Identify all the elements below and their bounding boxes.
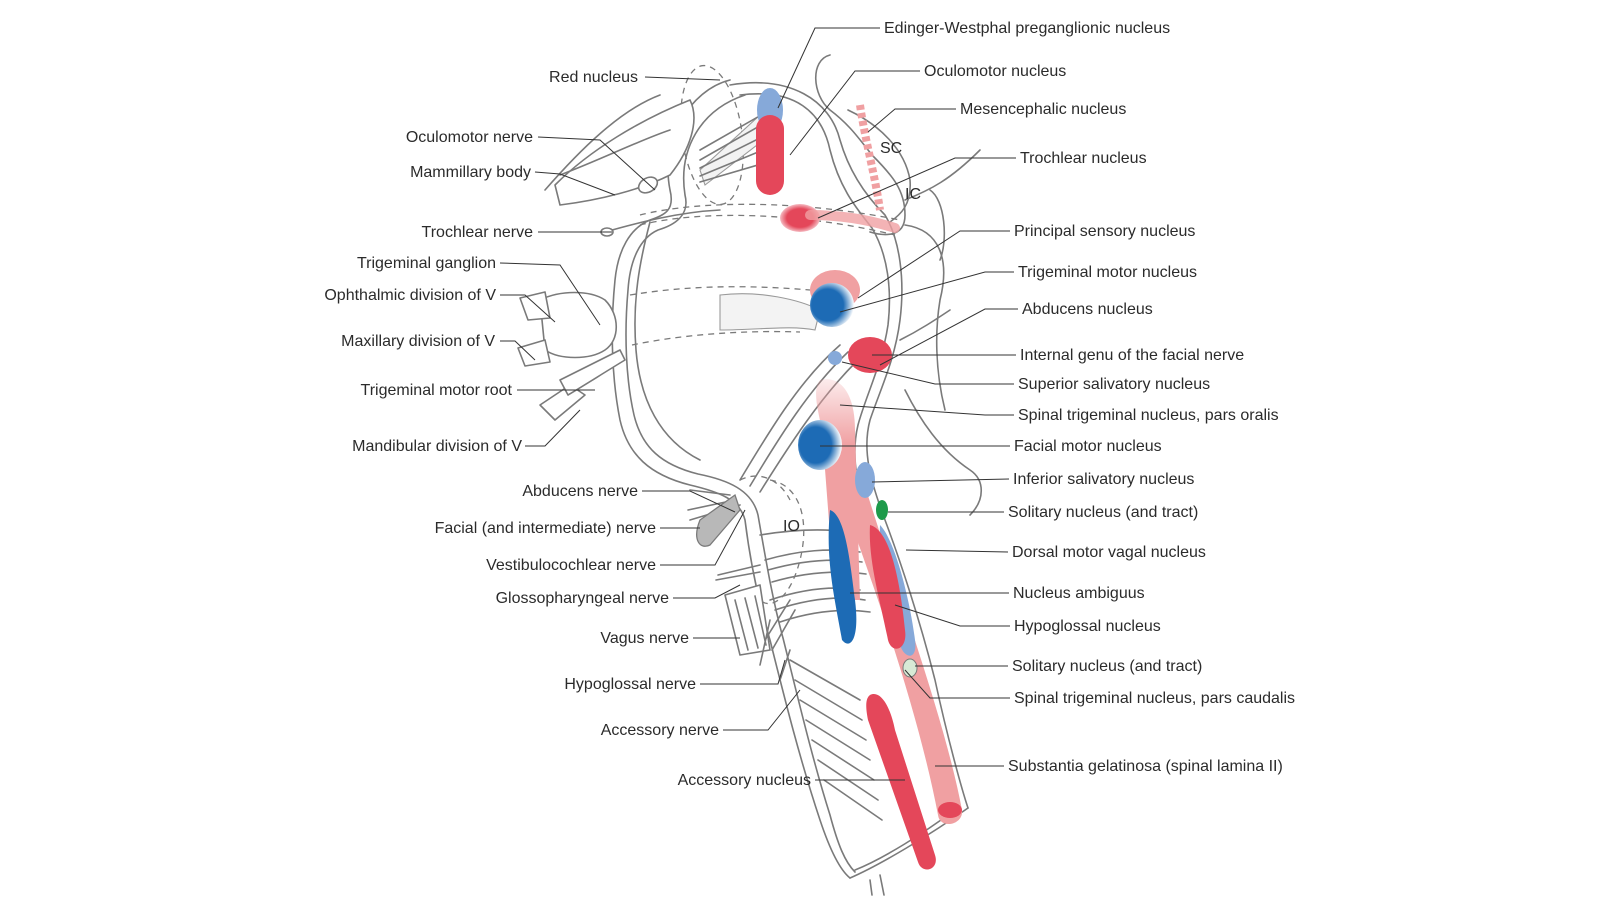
label-mandibular-division: Mandibular division of V [352, 438, 522, 455]
label-spinal-trigeminal-oralis: Spinal trigeminal nucleus, pars oralis [1018, 407, 1279, 424]
label-abducens-nerve: Abducens nerve [522, 483, 638, 500]
region-tag-io: IO [783, 518, 800, 535]
hypoglossal-nucleus-shape [869, 525, 906, 649]
oculomotor-nucleus-shape [756, 115, 784, 195]
label-oculomotor-nerve: Oculomotor nerve [406, 129, 533, 146]
label-facial-motor-nucleus: Facial motor nucleus [1014, 438, 1162, 455]
accessory-nucleus-shape [866, 694, 936, 870]
label-glossopharyngeal-nerve: Glossopharyngeal nerve [496, 590, 670, 607]
label-trochlear-nerve: Trochlear nerve [422, 224, 534, 241]
labels-left: Red nucleus Oculomotor nerve Mammillary … [324, 69, 811, 789]
label-abducens-nucleus: Abducens nucleus [1022, 301, 1153, 318]
label-accessory-nerve: Accessory nerve [601, 722, 719, 739]
label-principal-sensory-nucleus: Principal sensory nucleus [1014, 223, 1195, 240]
label-mammillary-body: Mammillary body [410, 164, 531, 181]
label-accessory-nucleus: Accessory nucleus [678, 772, 811, 789]
brainstem-outline [611, 54, 983, 896]
label-inferior-salivatory: Inferior salivatory nucleus [1013, 471, 1194, 488]
label-trigeminal-motor-root: Trigeminal motor root [361, 382, 513, 399]
label-maxillary-division: Maxillary division of V [341, 333, 495, 350]
label-spinal-trigeminal-caudalis: Spinal trigeminal nucleus, pars caudalis [1014, 690, 1295, 707]
trigeminal-motor-nucleus-shape [810, 283, 854, 327]
label-hypoglossal-nucleus: Hypoglossal nucleus [1014, 618, 1161, 635]
inferior-salivatory-nucleus-shape [855, 462, 875, 498]
label-trigeminal-ganglion: Trigeminal ganglion [357, 255, 496, 272]
label-oculomotor-nucleus: Oculomotor nucleus [924, 63, 1066, 80]
region-tags: SC IC IO [783, 140, 921, 535]
facial-motor-nucleus-shape [798, 420, 842, 470]
superior-salivatory-nucleus-shape [828, 351, 842, 365]
nucleus-ambiguus-shape [828, 510, 857, 644]
region-tag-sc: SC [880, 140, 902, 157]
label-facial-nerve: Facial (and intermediate) nerve [435, 520, 657, 537]
region-tag-ic: IC [905, 186, 921, 203]
label-solitary-nucleus-lower: Solitary nucleus (and tract) [1012, 658, 1202, 675]
label-vagus-nerve: Vagus nerve [600, 630, 689, 647]
label-superior-salivatory: Superior salivatory nucleus [1018, 376, 1210, 393]
label-hypoglossal-nerve: Hypoglossal nerve [564, 676, 696, 693]
label-ophthalmic-division: Ophthalmic division of V [324, 287, 496, 304]
label-substantia-gelatinosa: Substantia gelatinosa (spinal lamina II) [1008, 758, 1283, 775]
labels-right: Edinger-Westphal preganglionic nucleus O… [884, 20, 1295, 775]
label-dorsal-motor-vagal: Dorsal motor vagal nucleus [1012, 544, 1206, 561]
leader-lines [499, 27, 1018, 781]
mesencephalic-nucleus-shape [856, 104, 884, 211]
solitary-nucleus-upper-shape [876, 500, 888, 520]
label-internal-genu-facial: Internal genu of the facial nerve [1020, 347, 1244, 364]
label-vestibulocochlear-nerve: Vestibulocochlear nerve [486, 557, 656, 574]
label-mesencephalic-nucleus: Mesencephalic nucleus [960, 101, 1126, 118]
peripheral-nerves [517, 94, 883, 821]
label-trochlear-nucleus: Trochlear nucleus [1020, 150, 1147, 167]
nuclei [756, 88, 963, 870]
label-trigeminal-motor-nucleus: Trigeminal motor nucleus [1018, 264, 1197, 281]
solitary-nucleus-lower-shape [902, 658, 918, 678]
label-nucleus-ambiguus: Nucleus ambiguus [1013, 585, 1145, 602]
label-edinger-westphal: Edinger-Westphal preganglionic nucleus [884, 20, 1170, 37]
label-solitary-nucleus-upper: Solitary nucleus (and tract) [1008, 504, 1198, 521]
label-red-nucleus: Red nucleus [549, 69, 638, 86]
